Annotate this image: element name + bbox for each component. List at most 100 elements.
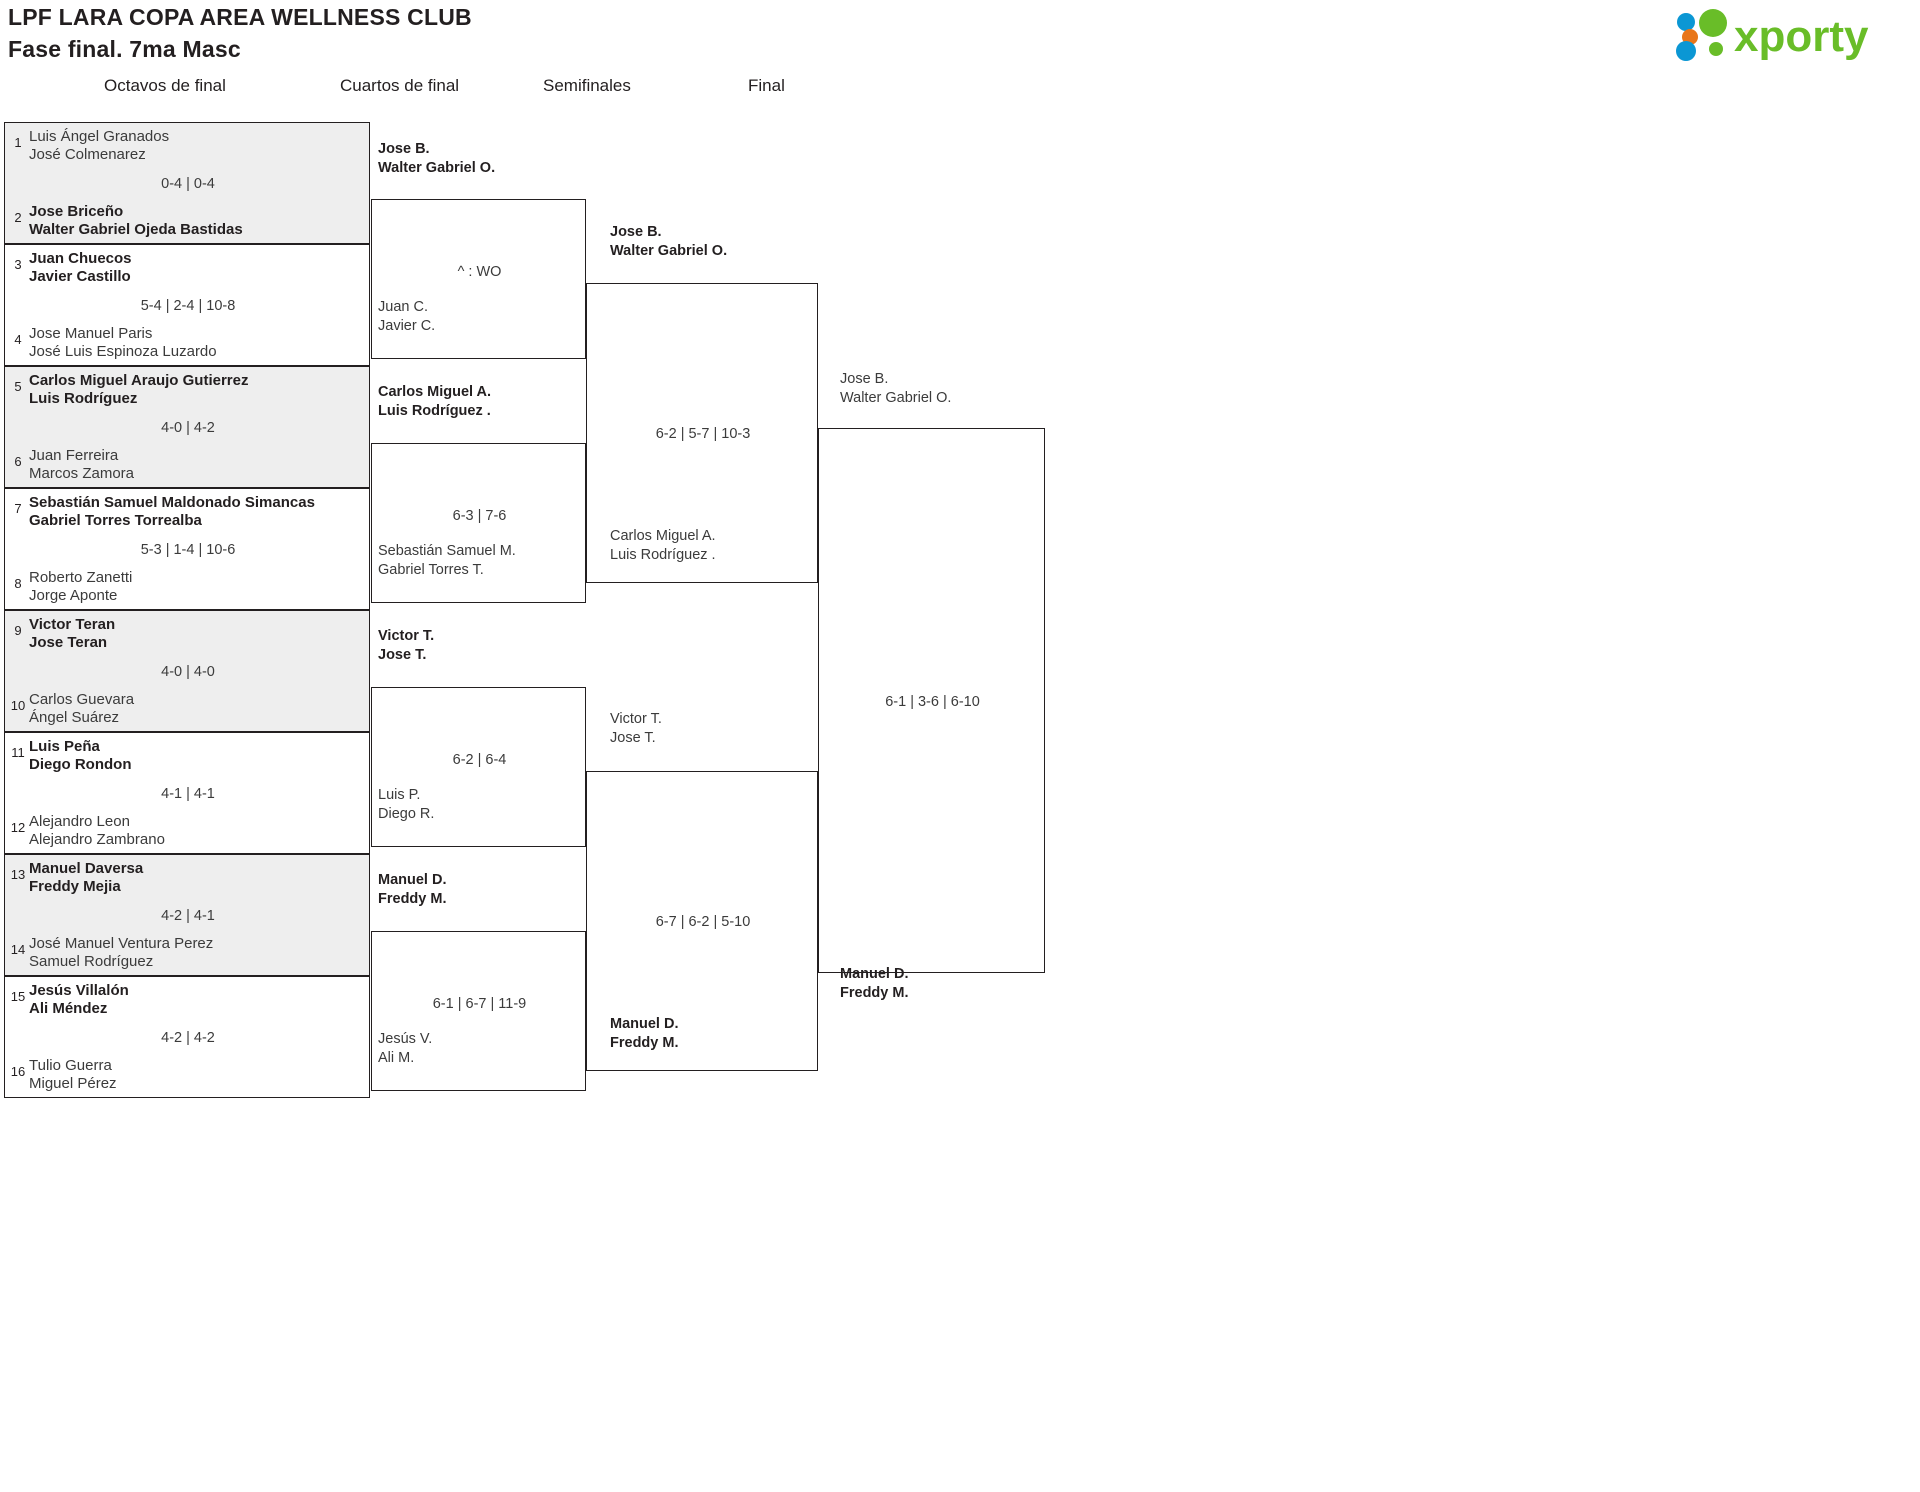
team-name: Luis Rodríguez xyxy=(29,390,138,407)
team-name: Luis Peña xyxy=(29,738,100,755)
qf-match-3-box: 6-2 | 6-4 xyxy=(371,687,586,847)
round-header-final: Final xyxy=(748,76,785,95)
team-name: Victor T. xyxy=(610,711,662,727)
team-name: José Luis Espinoza Luzardo xyxy=(29,343,217,360)
match-score: 4-2 | 4-1 xyxy=(161,908,215,924)
team-name: Walter Gabriel O. xyxy=(840,390,952,406)
sf-match-1-box: 6-2 | 5-7 | 10-3 xyxy=(586,283,818,583)
team-name: Victor Teran xyxy=(29,616,116,633)
team-name: Javier C. xyxy=(378,318,436,334)
team-name: Manuel D. xyxy=(610,1016,679,1032)
team-name: Luis P. xyxy=(378,787,421,803)
team-name: Alejandro Zambrano xyxy=(29,831,165,848)
team-name: Gabriel Torres T. xyxy=(378,562,484,578)
match-score: 4-0 | 4-0 xyxy=(161,664,215,680)
team-name: Manuel D. xyxy=(840,966,909,982)
team-name: Sebastián Samuel M. xyxy=(378,543,516,559)
team-name: Jose Briceño xyxy=(29,203,124,220)
seed-number: 15 xyxy=(10,989,26,1004)
match-score: ^ : WO xyxy=(457,264,502,280)
team-name: Luis Rodríguez . xyxy=(378,403,491,419)
team-name: Walter Gabriel Ojeda Bastidas xyxy=(29,221,243,238)
team-name: José Colmenarez xyxy=(29,146,146,163)
round-header-cuartos: Cuartos de final xyxy=(340,76,460,95)
team-name: Jorge Aponte xyxy=(29,587,118,604)
seed-number: 1 xyxy=(14,135,22,150)
match-score: 6-2 | 6-4 xyxy=(452,752,507,768)
team-name: Walter Gabriel O. xyxy=(378,160,496,176)
final-match-box: 6-1 | 3-6 | 6-10 xyxy=(818,428,1045,973)
team-name: Manuel Daversa xyxy=(29,860,144,877)
logo-dots-icon xyxy=(1676,9,1727,61)
seed-number: 14 xyxy=(10,942,26,957)
seed-number: 11 xyxy=(11,745,25,760)
qf-match-4-box: 6-1 | 6-7 | 11-9 xyxy=(371,931,586,1091)
seed-number: 7 xyxy=(14,501,22,516)
team-name: Jose T. xyxy=(610,730,656,746)
page-title: LPF LARA COPA AREA WELLNESS CLUB xyxy=(8,4,472,30)
team-name: Luis Ángel Granados xyxy=(29,128,170,145)
r16-match-6[interactable]: 11 Luis Peña Diego Rondon 4-1 | 4-1 12 A… xyxy=(4,732,370,854)
team-name: Jose Teran xyxy=(29,634,108,651)
team-name: Jose Manuel Paris xyxy=(29,325,153,342)
r16-match-7[interactable]: 13 Manuel Daversa Freddy Mejia 4-2 | 4-1… xyxy=(4,854,370,976)
qf-match-2-box: 6-3 | 7-6 xyxy=(371,443,586,603)
team-name: Jose B. xyxy=(840,371,889,387)
team-name: Juan Chuecos xyxy=(29,250,132,267)
team-name: Freddy M. xyxy=(378,891,447,907)
r16-match-1[interactable]: 1 Luis Ángel Granados José Colmenarez 0-… xyxy=(4,122,370,244)
team-name: Juan Ferreira xyxy=(29,447,119,464)
r16-match-4[interactable]: 7 Sebastián Samuel Maldonado Simancas Ga… xyxy=(4,488,370,610)
team-name: Diego R. xyxy=(378,806,435,822)
team-name: Jose T. xyxy=(378,647,427,663)
match-score: 6-7 | 6-2 | 5-10 xyxy=(655,914,751,930)
team-name: Ángel Suárez xyxy=(29,709,120,726)
team-name: Manuel D. xyxy=(378,872,447,888)
team-name: Freddy Mejia xyxy=(29,878,121,895)
r16-match-2[interactable]: 3 Juan Chuecos Javier Castillo 5-4 | 2-4… xyxy=(4,244,370,366)
team-name: José Manuel Ventura Perez xyxy=(29,935,214,952)
team-name: Jose B. xyxy=(610,224,662,240)
seed-number: 4 xyxy=(14,332,22,347)
seed-number: 5 xyxy=(14,379,22,394)
team-name: Ali Méndez xyxy=(29,1000,108,1017)
seed-number: 13 xyxy=(10,867,26,882)
xporty-logo: xporty xyxy=(1666,6,1906,62)
qf-match-1-box: ^ : WO xyxy=(371,199,586,359)
team-name: Victor T. xyxy=(378,628,435,644)
sf-match-2-box: 6-7 | 6-2 | 5-10 xyxy=(586,771,818,1071)
match-score: 6-1 | 6-7 | 11-9 xyxy=(432,996,527,1012)
match-score: 6-1 | 3-6 | 6-10 xyxy=(885,693,980,710)
match-score: 0-4 | 0-4 xyxy=(161,176,215,192)
seed-number: 3 xyxy=(14,257,22,272)
team-name: Freddy M. xyxy=(610,1035,679,1051)
seed-number: 8 xyxy=(14,576,22,591)
team-name: Carlos Guevara xyxy=(29,691,135,708)
team-name: Roberto Zanetti xyxy=(29,569,133,586)
team-name: Gabriel Torres Torrealba xyxy=(29,512,202,529)
round-header-octavos: Octavos de final xyxy=(104,76,226,95)
team-name: Alejandro Leon xyxy=(29,813,130,830)
team-name: Carlos Miguel Araujo Gutierrez xyxy=(29,372,249,389)
seed-number: 6 xyxy=(14,454,22,469)
r16-match-3[interactable]: 5 Carlos Miguel Araujo Gutierrez Luis Ro… xyxy=(4,366,370,488)
team-name: Luis Rodríguez . xyxy=(610,547,716,563)
round-header-semifinales: Semifinales xyxy=(543,76,631,95)
team-name: Jesús Villalón xyxy=(29,982,129,999)
team-name: Juan C. xyxy=(378,299,428,315)
team-name: Sebastián Samuel Maldonado Simancas xyxy=(29,494,315,511)
seed-number: 9 xyxy=(14,623,22,638)
team-name: Ali M. xyxy=(378,1050,415,1066)
team-name: Jesús V. xyxy=(378,1031,433,1047)
r16-match-5[interactable]: 9 Victor Teran Jose Teran 4-0 | 4-0 10 C… xyxy=(4,610,370,732)
team-name: Javier Castillo xyxy=(29,268,131,285)
r16-match-8[interactable]: 15 Jesús Villalón Ali Méndez 4-2 | 4-2 1… xyxy=(4,976,370,1098)
match-score: 5-3 | 1-4 | 10-6 xyxy=(140,542,236,558)
team-name: Carlos Miguel A. xyxy=(610,528,716,544)
team-name: Diego Rondon xyxy=(29,756,132,773)
team-name: Marcos Zamora xyxy=(29,465,135,482)
match-score: 5-4 | 2-4 | 10-8 xyxy=(140,298,236,314)
team-name: Miguel Pérez xyxy=(29,1075,117,1092)
seed-number: 2 xyxy=(14,210,22,225)
page-subtitle: Fase final. 7ma Masc xyxy=(8,36,241,62)
